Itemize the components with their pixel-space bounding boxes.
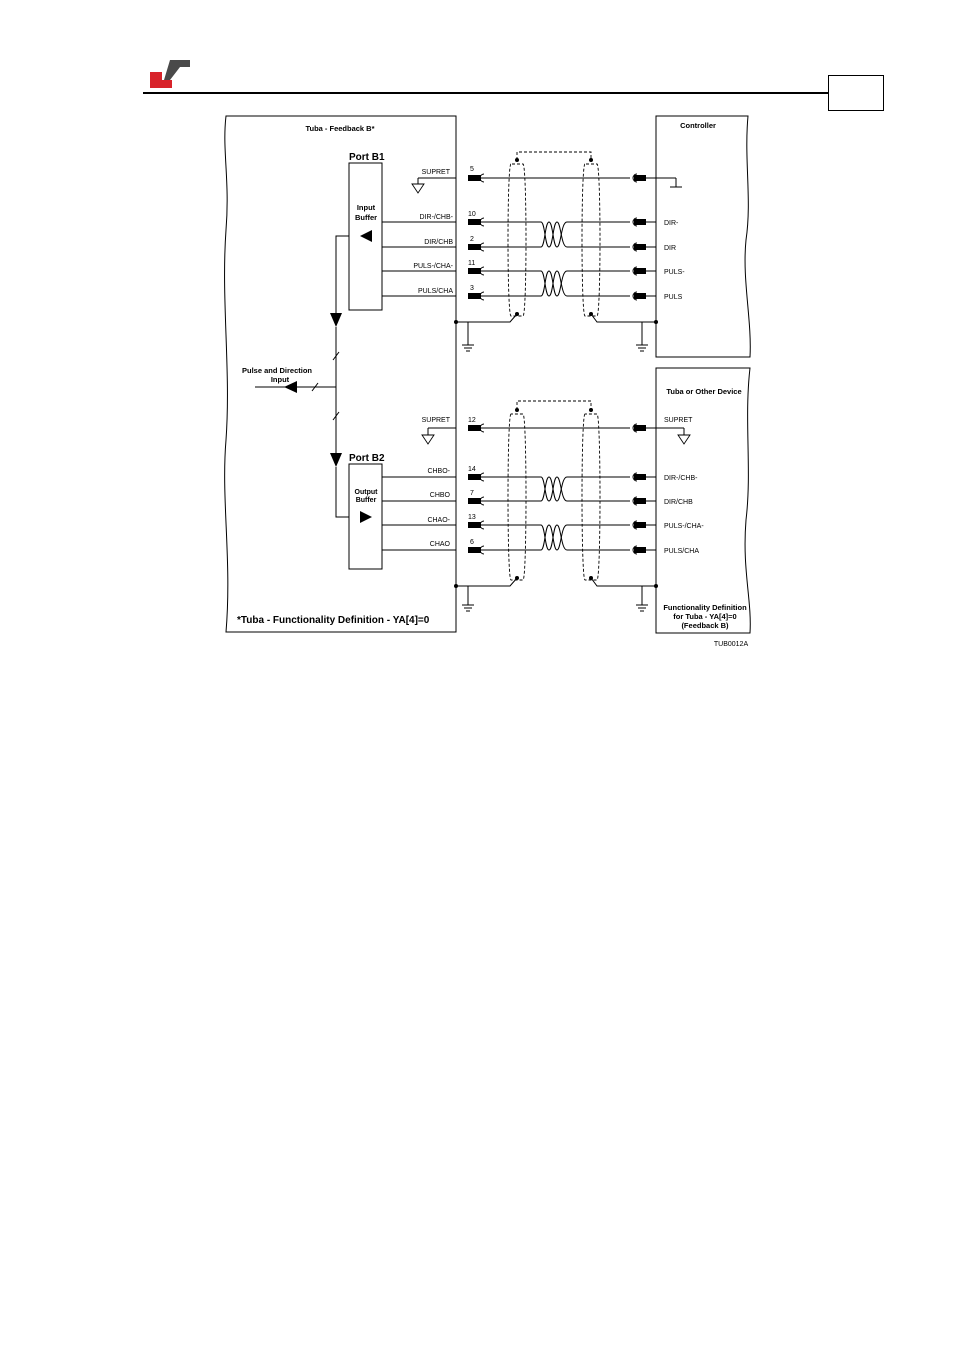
- output-buffer-label-1: Output: [355, 489, 379, 496]
- top-signal-left-1: SUPRET: [422, 169, 451, 176]
- controller-title: Controller: [680, 121, 716, 130]
- bottom-shield: [507, 400, 601, 581]
- top-signal-right-2: DIR-: [664, 220, 679, 227]
- bottom-ground-icons: [462, 604, 648, 612]
- pd-input-arrow-icon: [284, 381, 297, 393]
- supret-ground-bottom-left-icon: [421, 434, 435, 445]
- bottom-signal-right-5: PULS/CHA: [664, 548, 699, 555]
- bottom-signal-left-3: CHBO: [430, 492, 451, 499]
- supret-ground-top-icon: [411, 183, 425, 194]
- header-rule: [143, 92, 883, 94]
- bottom-signal-right-1: SUPRET: [664, 417, 693, 424]
- top-signal-right-4: PULS-: [664, 269, 685, 276]
- company-logo: [150, 60, 190, 88]
- footnote: *Tuba - Functionality Definition - YA[4]…: [237, 615, 430, 626]
- bottom-signal-right-2: DIR-/CHB-: [664, 475, 698, 482]
- top-shield: [507, 151, 601, 317]
- top-ground-icons: [462, 344, 648, 352]
- bottom-left-pins: [468, 423, 485, 555]
- bottom-pin-5: 6: [470, 539, 474, 546]
- top-pin-4: 11: [468, 260, 475, 267]
- left-title: Tuba - Feedback B*: [305, 124, 374, 133]
- input-buffer-label-2: Buffer: [355, 213, 377, 222]
- port-b1-label: Port B1: [349, 152, 385, 163]
- input-buffer-arrow-icon: [360, 230, 372, 242]
- port-b2-label: Port B2: [349, 453, 385, 464]
- bottom-pin-3: 7: [470, 490, 474, 497]
- input-buffer-label-1: Input: [357, 203, 376, 212]
- bottom-signal-left-2: CHBO-: [427, 468, 450, 475]
- device-note-2: for Tuba - YA[4]=0: [673, 612, 736, 621]
- bottom-signal-left-4: CHAO-: [427, 517, 450, 524]
- top-pin-1: 5: [470, 166, 474, 173]
- bottom-pin-4: 13: [468, 514, 476, 521]
- page-number-box: [828, 75, 884, 111]
- bottom-right-pins: [632, 423, 646, 555]
- top-right-pins: [632, 173, 646, 301]
- top-pin-2: 10: [468, 211, 476, 218]
- top-pin-5: 3: [470, 285, 474, 292]
- output-buffer-arrow-icon: [360, 511, 372, 523]
- top-signal-right-3: DIR: [664, 245, 676, 252]
- bottom-signal-left-5: CHAO: [430, 541, 451, 548]
- pd-input-label-2: Input: [271, 375, 290, 384]
- top-left-pins: [468, 173, 485, 301]
- controller-block: [655, 115, 751, 358]
- pd-input-label-1: Pulse and Direction: [242, 366, 312, 375]
- bus-arrow-down-2-icon: [330, 453, 342, 467]
- supret-ground-bottom-right-icon: [677, 434, 691, 445]
- device-note-3: (Feedback B): [681, 621, 729, 630]
- bottom-cable: [382, 427, 685, 605]
- tuba-block: [224, 115, 457, 633]
- bottom-signal-left-1: SUPRET: [422, 417, 451, 424]
- device-note-1: Functionality Definition: [663, 603, 747, 612]
- bottom-pin-1: 12: [468, 417, 476, 424]
- device-title: Tuba or Other Device: [666, 387, 741, 396]
- top-pin-3: 2: [470, 236, 474, 243]
- drawing-id: TUB0012A: [714, 641, 749, 648]
- pd-bus: [297, 235, 349, 518]
- top-signal-left-2: DIR-/CHB-: [420, 214, 454, 221]
- top-signal-left-4: PULS-/CHA-: [413, 263, 453, 270]
- top-cable: [382, 177, 682, 345]
- device-block: [655, 367, 751, 634]
- top-signal-left-5: PULS/CHA: [418, 288, 453, 295]
- output-buffer-label-2: Buffer: [356, 497, 377, 504]
- bus-arrow-down-1-icon: [330, 313, 342, 327]
- top-signal-left-3: DIR/CHB: [424, 239, 453, 246]
- bottom-pin-2: 14: [468, 466, 476, 473]
- bottom-signal-right-3: DIR/CHB: [664, 499, 693, 506]
- bottom-signal-right-4: PULS-/CHA-: [664, 523, 704, 530]
- top-signal-right-5: PULS: [664, 294, 683, 301]
